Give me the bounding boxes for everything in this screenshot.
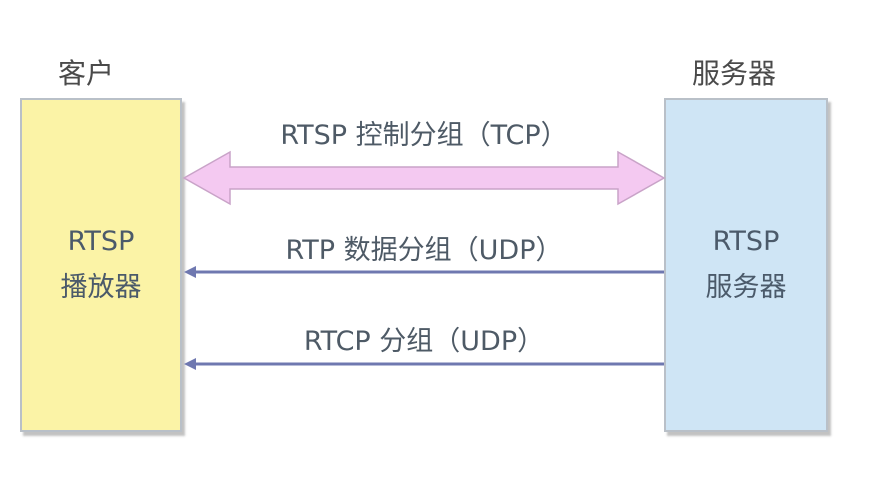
tcp-control-label: RTSP 控制分组（TCP） [280,120,568,151]
rtcp-label: RTCP 分组（UDP） [303,326,545,357]
rtp-data-label: RTP 数据分组（UDP） [285,235,563,266]
server-box: RTSP 服务器 [664,98,828,432]
server-box-line1: RTSP [712,226,780,257]
rtcp-arrow-head [184,358,196,370]
server-box-line2: 服务器 [705,272,787,303]
tcp-control-double-arrow [182,150,666,206]
client-heading: 客户 [58,57,115,90]
client-box-line1: RTSP [67,226,135,257]
server-heading: 服务器 [692,57,777,90]
rtp-arrow-head [184,266,196,278]
client-box-line2: 播放器 [60,272,142,303]
client-player-box: RTSP 播放器 [20,98,182,432]
